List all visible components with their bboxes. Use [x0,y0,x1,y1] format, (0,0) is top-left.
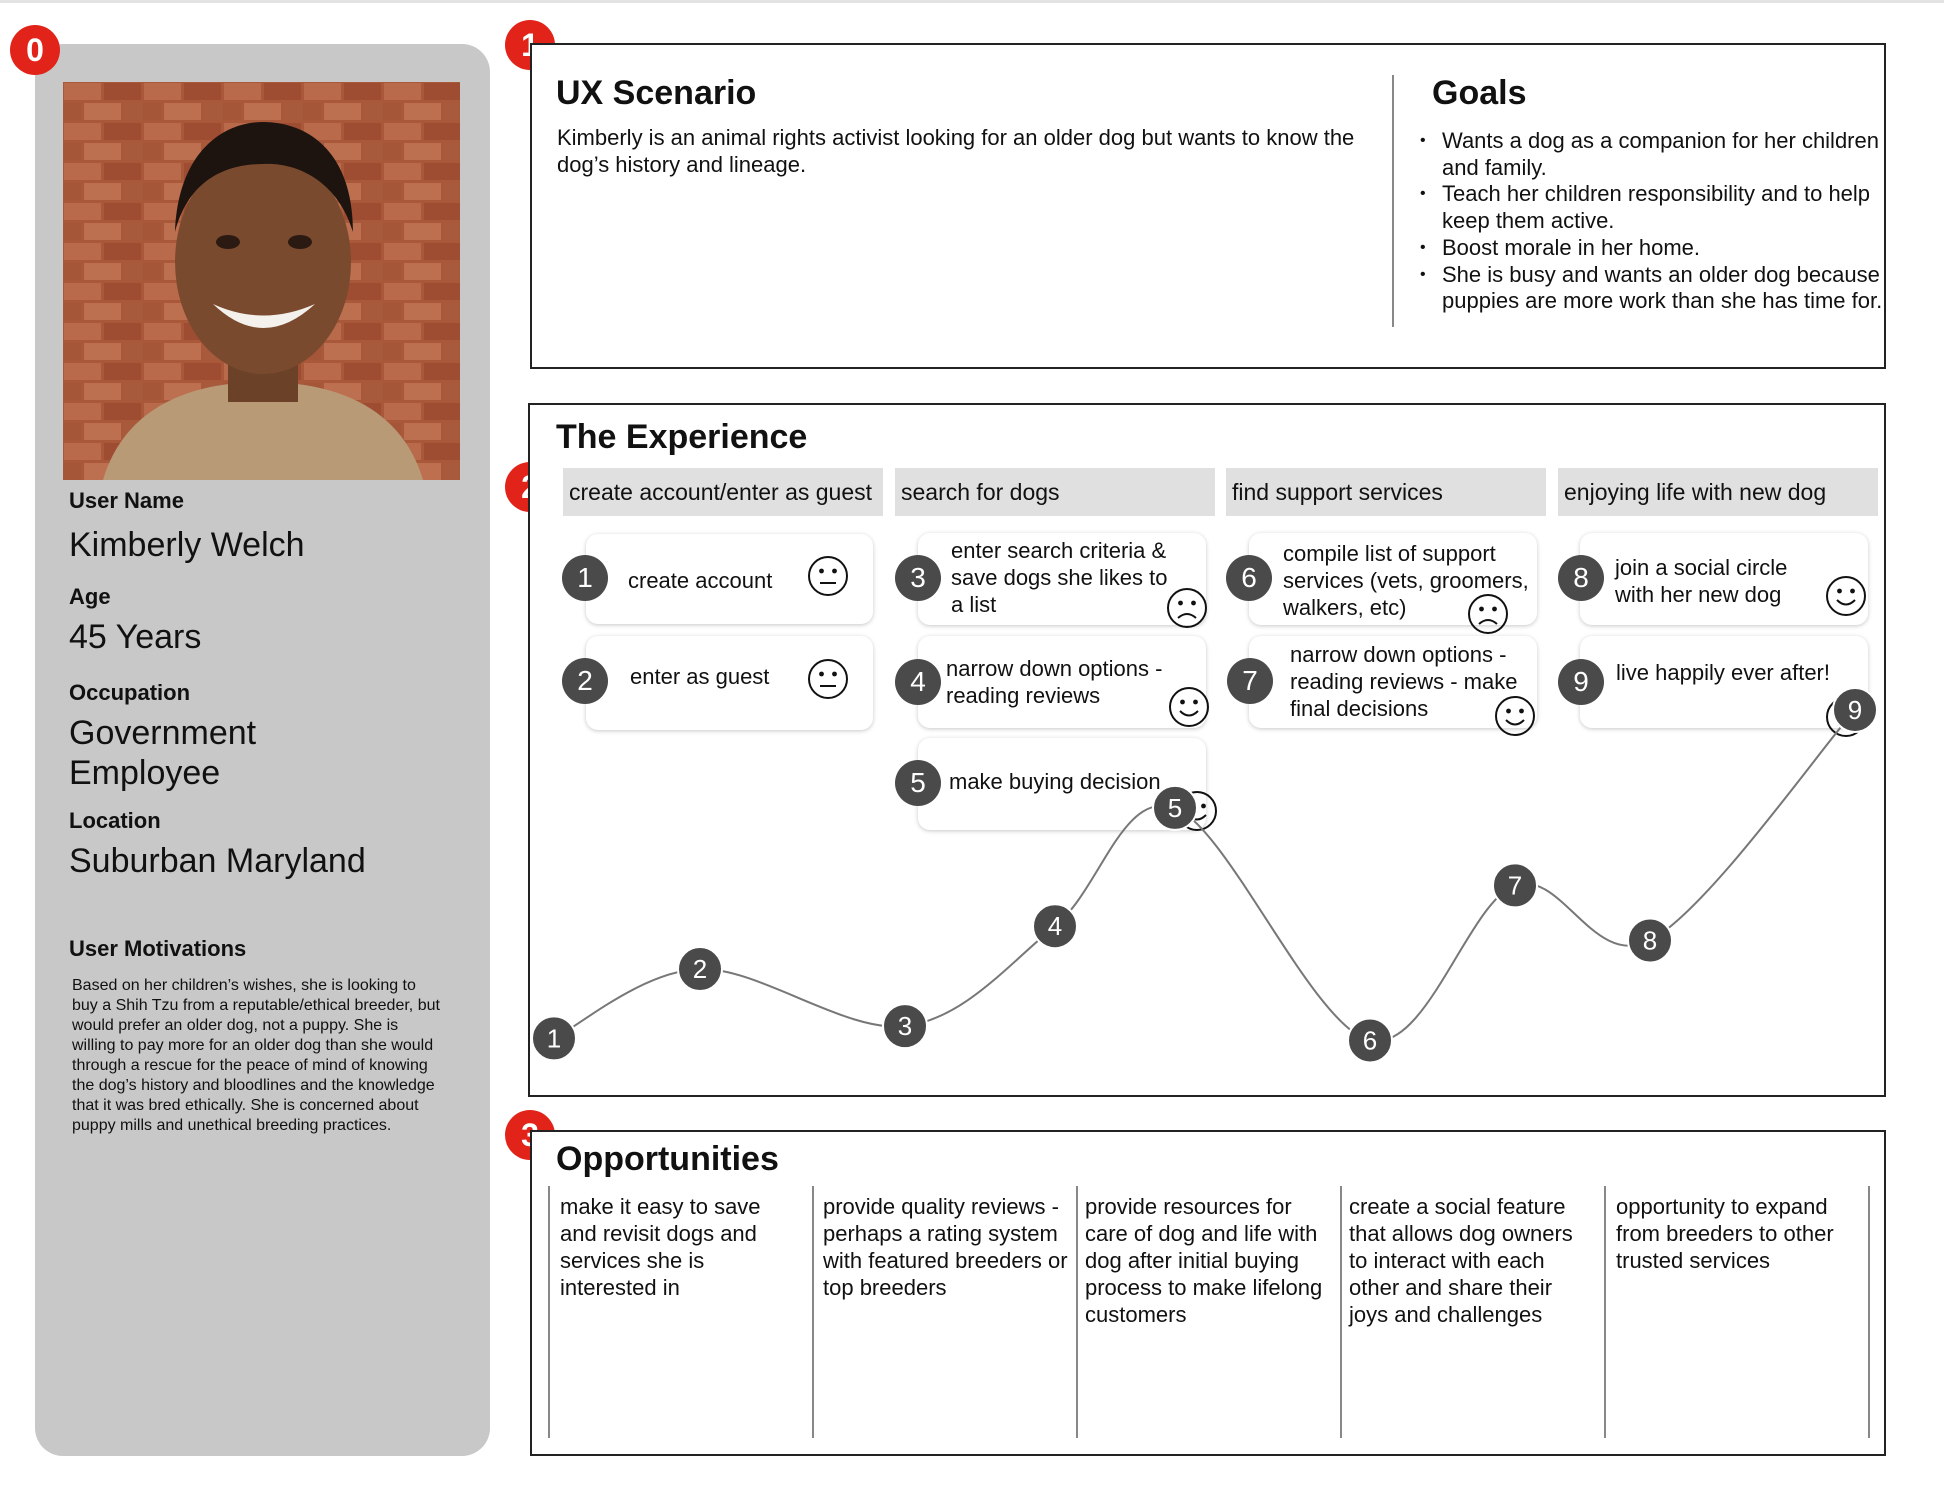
goals-title: Goals [1432,74,1527,112]
curve-point-9 [1832,686,1878,733]
step-label-8: join a social circle with her new dog [1615,555,1788,607]
location-label: Location [69,808,161,833]
step-label-1: create account [628,568,773,593]
happy-face-icon [1494,695,1536,737]
happy-face-icon [1825,575,1867,617]
top-border [0,0,1944,3]
step-label-2: enter as guest [630,664,770,689]
opportunity-item: provide resources for care of dog and li… [1085,1194,1323,1327]
step-badge-1: 1 [562,555,608,601]
step-card-2 [586,636,873,730]
step-card-4 [918,636,1206,728]
occupation-value-line1: Government [69,714,257,752]
motivations-text: Based on her children’s wishes, she is l… [72,977,440,1134]
step-card-8 [1580,533,1868,625]
curve-point-label: 8 [1643,925,1657,955]
phase-header: find support services [1226,468,1546,516]
section-marker-0: 0 [10,25,60,75]
user-name-label: User Name [69,488,184,513]
scenario-text: Kimberly is an animal rights activist lo… [557,125,1355,177]
goal-item: Boost morale in her home. [1420,235,1897,262]
step-badge-3: 3 [895,555,941,601]
location-value: Suburban Maryland [69,842,366,880]
step-badge-7: 7 [1227,658,1273,704]
neutral-face-icon [807,658,849,700]
persona-panel: User Name Kimberly Welch Age 45 Years Oc… [35,44,490,1456]
opportunity-divider [1076,1186,1078,1438]
occupation-value-line2: Employee [69,754,221,792]
opportunity-divider [812,1186,814,1438]
step-card-6 [1249,533,1537,625]
opportunity-divider [1340,1186,1342,1438]
opportunities-box [530,1130,1886,1456]
step-label-3: enter search criteria & save dogs she li… [951,538,1168,617]
curve-point-2 [677,946,723,993]
curve-point-label: 4 [1048,911,1062,941]
opportunity-divider [548,1186,550,1438]
opportunity-divider [1604,1186,1606,1438]
step-badge-9: 9 [1558,659,1604,705]
happy-face-icon [1168,686,1210,728]
goal-item: She is busy and wants an older dog becau… [1420,262,1897,315]
step-label-9: live happily ever after! [1616,660,1830,685]
age-label: Age [69,584,111,609]
opportunity-item: create a social feature that allows dog … [1349,1194,1573,1327]
opportunity-divider [1868,1186,1870,1438]
occupation-label: Occupation [69,680,191,705]
phase-header: create account/enter as guest [563,468,883,516]
step-badge-8: 8 [1558,555,1604,601]
phase-header: enjoying life with new dog [1558,468,1878,516]
curve-point-4 [1032,903,1078,950]
step-badge-6: 6 [1226,555,1272,601]
curve-point-1 [531,1015,577,1062]
step-card-9 [1580,636,1868,728]
step-label-7: narrow down options - reading reviews - … [1290,642,1518,721]
scenario-title: UX Scenario [556,74,757,112]
step-card-1 [586,534,873,624]
step-label-4: narrow down options - reading reviews [946,656,1163,708]
curve-point-label: 5 [1168,793,1182,823]
goal-item: Teach her children responsibility and to… [1420,181,1897,234]
step-card-3 [918,533,1206,625]
experience-title: The Experience [556,418,808,456]
curve-point-label: 3 [898,1011,912,1041]
curve-point-label: 9 [1848,695,1862,725]
curve-point-3 [882,1003,928,1050]
opportunities-title: Opportunities [556,1140,779,1178]
step-card-7 [1249,636,1537,728]
user-name-value: Kimberly Welch [69,526,305,564]
goals-list: Wants a dog as a companion for her child… [1416,128,1897,315]
curve-point-6 [1347,1017,1393,1064]
scenario-divider [1392,75,1394,327]
age-value: 45 Years [69,618,202,656]
neutral-face-icon [807,555,849,597]
step-label-6: compile list of support services (vets, … [1283,541,1529,620]
opportunity-item: provide quality reviews - perhaps a rati… [823,1194,1068,1300]
curve-point-5 [1152,784,1198,831]
curve-point-label: 2 [693,954,707,984]
phase-header: search for dogs [895,468,1215,516]
curve-point-7 [1492,862,1538,909]
experience-box [528,403,1886,1097]
curve-point-8 [1627,917,1673,964]
goal-item: Wants a dog as a companion for her child… [1420,128,1897,181]
sad-face-icon [1166,587,1208,629]
opportunity-item: make it easy to save and revisit dogs an… [560,1194,761,1300]
step-badge-4: 4 [895,659,941,705]
persona-photo [63,82,460,480]
opportunity-item: opportunity to expand from breeders to o… [1616,1194,1834,1273]
step-label-5: make buying decision [949,769,1161,794]
curve-point-label: 6 [1363,1025,1377,1055]
motivations-label: User Motivations [69,936,247,961]
step-badge-2: 2 [562,658,608,704]
step-badge-5: 5 [895,760,941,806]
sad-face-icon [1467,593,1509,635]
curve-point-label: 7 [1508,870,1522,900]
curve-point-label: 1 [547,1023,561,1053]
emotion-curve-line [553,709,1856,1043]
